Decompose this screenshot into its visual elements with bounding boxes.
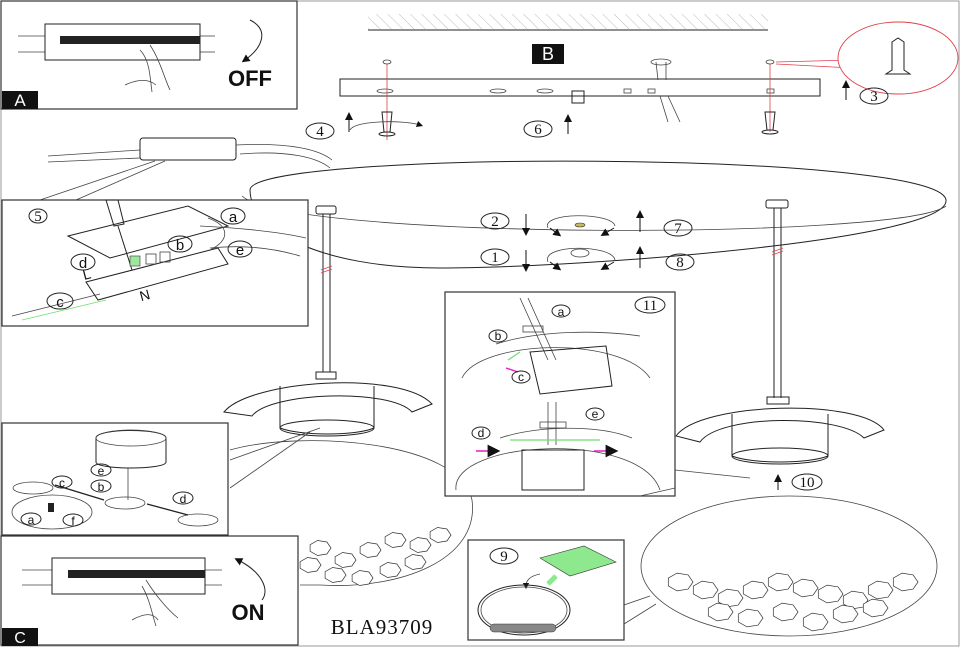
panel-c-switch-on: ON C [0, 535, 299, 647]
step-4-label: 4 [316, 124, 324, 140]
badge-a-label: A [14, 91, 26, 110]
callout-c-label: c [518, 370, 524, 384]
step-10: 10 [774, 473, 823, 491]
panel-step-5-wiring: 5 a b e d c L N [1, 199, 309, 327]
crystal-icon [384, 532, 407, 548]
step-2-label: 2 [491, 214, 499, 230]
step-4: 4 [305, 112, 353, 140]
callout-a-label: a [558, 305, 565, 319]
crystal-icon [817, 584, 844, 604]
step-3: 3 [842, 80, 889, 105]
rotate-arrow-icon [234, 558, 266, 601]
wall-plug-callout [775, 21, 959, 95]
neutral-terminal-label: N [138, 286, 152, 304]
crystal-icon [792, 578, 819, 598]
on-label: ON [232, 600, 265, 625]
panel-led-module: e b c d a f [1, 422, 229, 536]
crystal-icon [892, 572, 919, 592]
step-6: 6 [523, 114, 572, 138]
right-glass-globe [640, 495, 938, 637]
step-11-label: 11 [643, 298, 657, 314]
step-10-label: 10 [800, 475, 815, 491]
crystal-icon [379, 562, 402, 578]
crystal-pack-icon [539, 545, 617, 577]
steps-1-2-7-8: 2 7 1 8 [480, 210, 695, 272]
crystal-icon [359, 542, 382, 558]
callout-e-label: e [236, 242, 244, 259]
panel-step-11-glass-fixing: 11 a b c d e [444, 291, 751, 497]
callout-c-label: c [56, 294, 64, 311]
crystal-icon [429, 527, 452, 543]
callout-b-label: b [98, 480, 105, 494]
crystal-icon [334, 552, 357, 568]
wall-plug-icon [884, 37, 912, 75]
callout-f-label: f [71, 514, 75, 528]
ceiling-canopy [241, 160, 947, 269]
crystal-icon [867, 580, 894, 600]
crystal-icon [737, 608, 764, 628]
crystal-icon [742, 580, 769, 600]
left-glass-globe [229, 427, 473, 586]
rotate-arrow-icon [241, 19, 263, 63]
callout-d-label: d [478, 426, 485, 440]
crystal-icon [324, 567, 347, 583]
step-7-label: 7 [674, 221, 682, 237]
callout-c-label: c [59, 476, 65, 490]
callout-e-label: e [592, 407, 599, 421]
off-label: OFF [228, 66, 272, 91]
panel-step-9-crystals: 9 [467, 539, 657, 641]
right-pendant [675, 199, 885, 465]
step-3-label: 3 [870, 89, 878, 105]
model-number: BLA93709 [331, 615, 434, 639]
crystal-icon [862, 598, 889, 618]
step-1-label: 1 [491, 250, 499, 266]
crystal-icon [309, 540, 332, 556]
live-terminal-label: L [81, 265, 93, 283]
ceiling [368, 14, 768, 31]
step-8-label: 8 [676, 255, 684, 271]
crystal-icon [842, 590, 869, 610]
step-5-label: 5 [34, 209, 42, 225]
callout-b-label: b [176, 237, 184, 254]
badge-b-label: B [542, 44, 554, 64]
step-6-label: 6 [534, 122, 542, 138]
crystal-icon [767, 572, 794, 592]
crystal-icon [409, 537, 432, 553]
callout-a-label: a [229, 209, 238, 226]
crystal-icon [717, 588, 744, 608]
crystal-icon [832, 604, 859, 624]
callout-b-label: b [495, 329, 502, 343]
crystal-icon [692, 580, 719, 600]
callout-a-label: a [28, 513, 35, 527]
callout-e-label: e [98, 464, 105, 478]
step-9-label: 9 [500, 549, 508, 565]
left-pendant [223, 205, 433, 437]
panel-b-badge: B [532, 44, 564, 64]
screw-icon [761, 111, 779, 135]
crystal-icon [772, 602, 799, 622]
crystal-icon [299, 557, 322, 573]
right-crystals [667, 572, 919, 632]
callout-d-label: d [79, 255, 87, 272]
badge-c-label: C [14, 630, 26, 647]
crystal-icon [802, 612, 829, 632]
crystal-icon [404, 554, 427, 570]
mounting-bracket [339, 58, 821, 123]
led-driver [39, 137, 333, 201]
left-crystals [299, 527, 452, 586]
crystal-icon [707, 602, 734, 622]
drill-holes [382, 59, 775, 140]
callout-d-label: d [180, 492, 187, 506]
panel-a-switch-off: OFF A [0, 0, 298, 110]
crystal-icon [351, 570, 374, 586]
crystal-icon [667, 572, 694, 592]
screw-icon [378, 111, 396, 137]
